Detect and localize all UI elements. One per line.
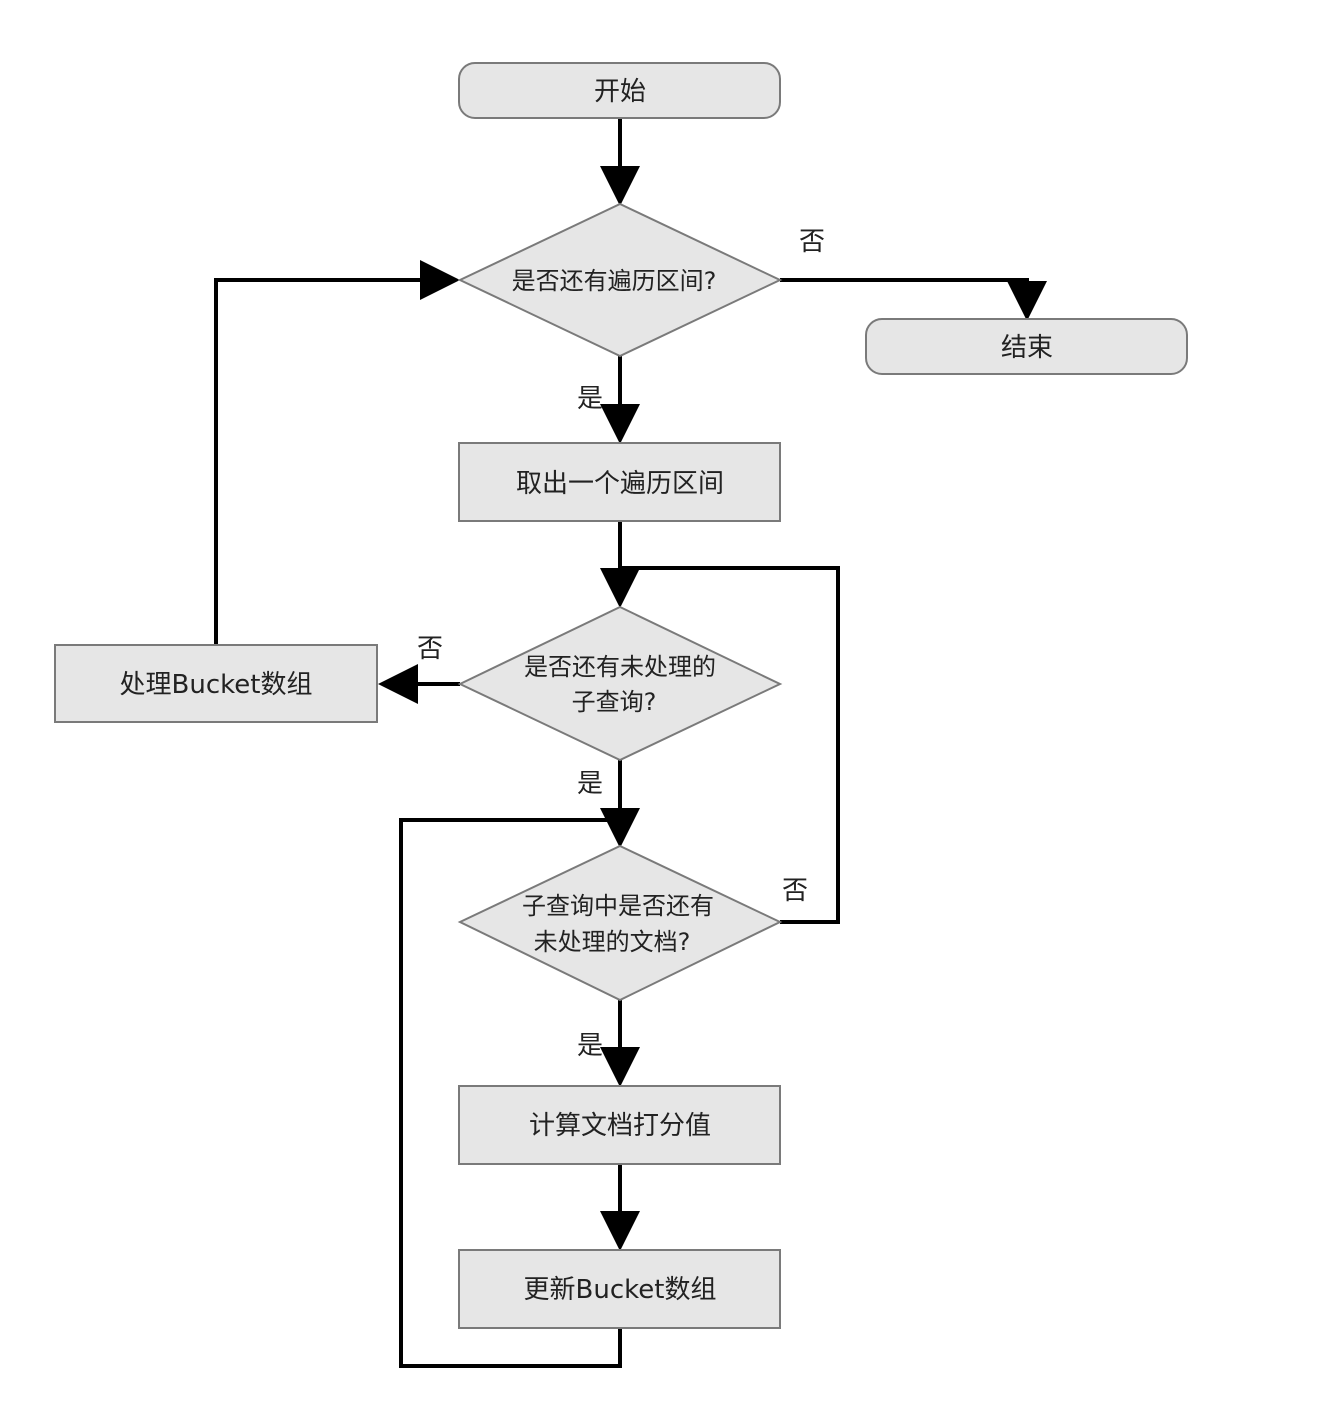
edge-update-back-to-doc-check <box>399 818 622 1368</box>
edge-doc-check-no-back-to-subquery <box>620 566 840 924</box>
edge-interval-check-no-to-end <box>780 278 1047 321</box>
doc-check-diamond: 子查询中是否还有 未处理的文档? <box>457 844 783 1002</box>
edge-label-no-process: 否 <box>417 634 443 664</box>
edge-label-yes-subquery: 是 <box>577 769 603 799</box>
compute-score-node: 计算文档打分值 <box>458 1085 781 1165</box>
update-bucket-label: 更新Bucket数组 <box>524 1275 717 1305</box>
doc-check-label-line2: 未处理的文档? <box>534 928 691 956</box>
take-interval-label: 取出一个遍历区间 <box>516 469 724 499</box>
compute-score-label: 计算文档打分值 <box>529 1111 711 1141</box>
doc-check-label-line1: 子查询中是否还有 <box>522 892 714 920</box>
edge-process-back-to-interval-check <box>214 260 460 645</box>
end-node: 结束 <box>865 318 1188 375</box>
interval-check-label: 是否还有遍历区间? <box>512 267 717 295</box>
process-bucket-label: 处理Bucket数组 <box>120 670 313 700</box>
end-label: 结束 <box>1001 333 1053 363</box>
subquery-check-diamond: 是否还有未处理的 子查询? <box>457 605 783 762</box>
process-bucket-node: 处理Bucket数组 <box>54 644 378 723</box>
edge-label-yes-compute: 是 <box>577 1031 603 1061</box>
subquery-check-label-line1: 是否还有未处理的 <box>524 653 716 681</box>
edge-label-yes-take: 是 <box>577 384 603 414</box>
interval-check-diamond: 是否还有遍历区间? <box>457 202 783 358</box>
start-node: 开始 <box>458 62 781 119</box>
edge-label-no-doc-back: 否 <box>782 876 808 906</box>
edge-label-no-to-end: 否 <box>799 227 825 257</box>
subquery-check-label-line2: 子查询? <box>572 688 657 716</box>
update-bucket-node: 更新Bucket数组 <box>458 1249 781 1329</box>
start-label: 开始 <box>594 77 646 107</box>
take-interval-node: 取出一个遍历区间 <box>458 442 781 522</box>
